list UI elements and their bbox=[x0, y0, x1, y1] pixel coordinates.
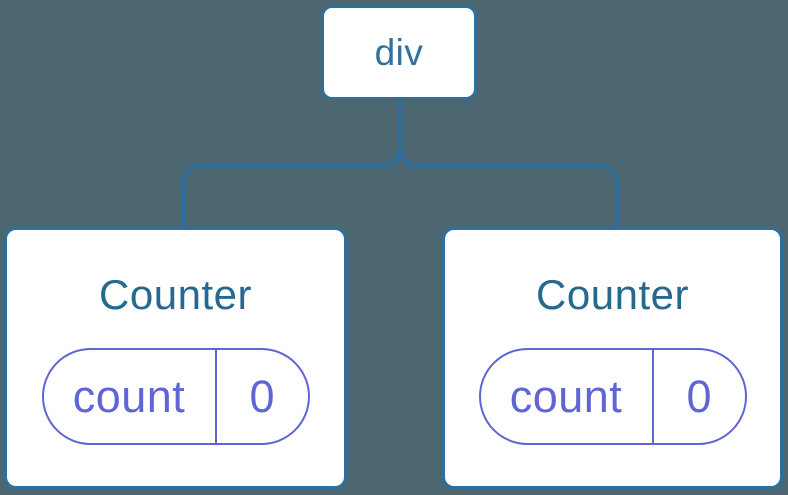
state-value-section: 0 bbox=[654, 350, 745, 443]
component-name: Counter bbox=[99, 271, 252, 318]
state-divider bbox=[651, 350, 654, 443]
connector-right bbox=[398, 98, 619, 228]
tree-node-root: div bbox=[321, 5, 477, 100]
state-key: count bbox=[509, 371, 623, 422]
state-pill: count 0 bbox=[41, 348, 310, 445]
connector-left bbox=[181, 98, 402, 228]
state-divider bbox=[214, 350, 217, 443]
state-value: 0 bbox=[249, 371, 276, 422]
counter-card-right: Counter count 0 bbox=[442, 227, 783, 489]
state-key-section: count bbox=[481, 350, 652, 443]
state-key-section: count bbox=[44, 350, 215, 443]
component-name: Counter bbox=[536, 271, 689, 318]
state-key: count bbox=[72, 371, 186, 422]
state-value-section: 0 bbox=[217, 350, 308, 443]
state-value: 0 bbox=[686, 371, 713, 422]
root-tag-label: div bbox=[374, 31, 424, 73]
state-pill: count 0 bbox=[478, 348, 747, 445]
counter-card-left: Counter count 0 bbox=[4, 227, 347, 489]
